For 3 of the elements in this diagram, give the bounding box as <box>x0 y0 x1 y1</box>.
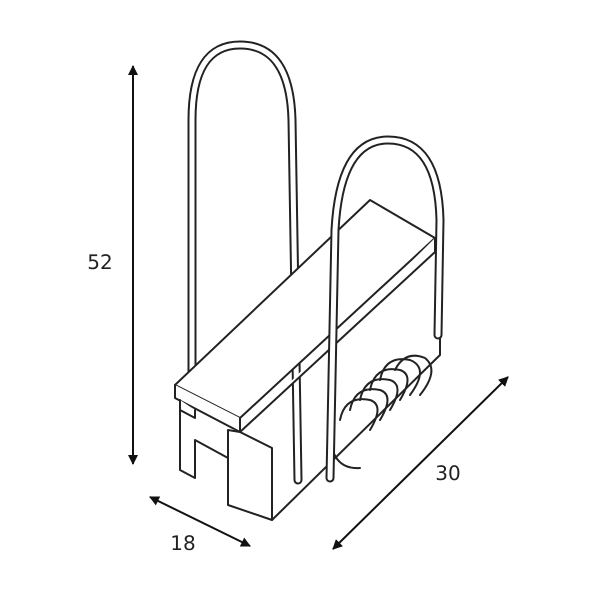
dimension-label: 18 <box>170 531 196 555</box>
dimension-label: 52 <box>87 250 113 274</box>
dimension-label: 30 <box>435 461 461 485</box>
